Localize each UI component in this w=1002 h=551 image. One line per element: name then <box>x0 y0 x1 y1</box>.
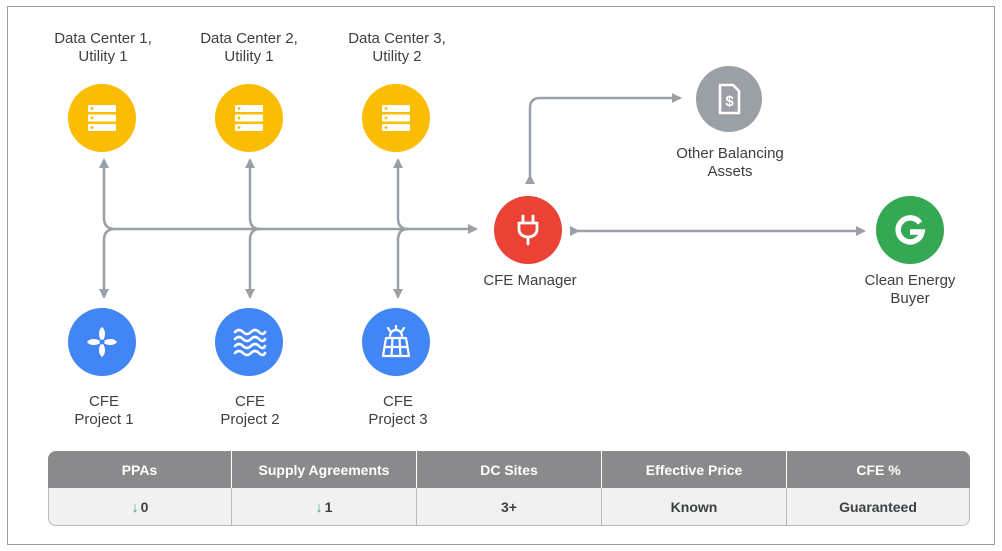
dc1-node[interactable] <box>68 84 136 152</box>
buyer-label: Clean Energy Buyer <box>864 272 956 307</box>
buyer-node[interactable] <box>876 196 944 264</box>
p2-connector <box>245 227 261 299</box>
project3-label: CFE Project 3 <box>368 393 428 428</box>
server-icon <box>235 105 263 131</box>
manager-node[interactable] <box>494 196 562 264</box>
project2-label: CFE Project 2 <box>220 393 280 428</box>
server-icon <box>382 105 410 131</box>
header-supply-agreements: Supply Agreements <box>232 451 417 488</box>
dc1-label: Data Center 1, Utility 1 <box>54 30 152 65</box>
arrow-down-icon: ↓ <box>131 498 139 515</box>
water-waves-icon <box>233 328 267 357</box>
table-row: ↓0 ↓1 3+ Known Guaranteed <box>48 488 970 526</box>
manager-label: CFE Manager <box>483 272 577 289</box>
dc3-label: Data Center 3, Utility 2 <box>348 30 446 65</box>
cell-ppas-value: 0 <box>140 498 149 515</box>
google-g-icon <box>895 215 926 245</box>
server-icon <box>88 105 116 131</box>
svg-text:$: $ <box>725 93 734 110</box>
header-dc-sites: DC Sites <box>417 451 602 488</box>
cell-dc-sites: 3+ <box>417 488 602 526</box>
document-dollar-icon: $ <box>718 83 741 115</box>
p3-connector <box>393 227 409 299</box>
solar-panel-icon <box>381 324 411 358</box>
header-effective-price: Effective Price <box>602 451 787 488</box>
cell-effective-price: Known <box>602 488 787 526</box>
project2-node[interactable] <box>215 308 283 376</box>
table-header-row: PPAs Supply Agreements DC Sites Effectiv… <box>48 451 970 488</box>
cell-supply-agreements: ↓1 <box>232 488 417 526</box>
summary-table: PPAs Supply Agreements DC Sites Effectiv… <box>48 451 970 526</box>
dc3-node[interactable] <box>362 84 430 152</box>
cell-supply-value: 1 <box>324 498 333 515</box>
balancing-node[interactable]: $ <box>696 66 762 132</box>
project3-node[interactable] <box>362 308 430 376</box>
dc3-connector <box>393 158 409 231</box>
project1-node[interactable] <box>68 308 136 376</box>
p1-connector <box>99 227 116 299</box>
arrow-down-icon: ↓ <box>315 498 323 515</box>
dc1-connector <box>99 158 116 231</box>
dc2-connector <box>245 158 261 231</box>
balancing-connector <box>525 93 682 184</box>
cell-ppas: ↓0 <box>48 488 232 526</box>
cell-cfe-percent: Guaranteed <box>787 488 970 526</box>
project1-label: CFE Project 1 <box>74 393 134 428</box>
dc2-node[interactable] <box>215 84 283 152</box>
dc2-label: Data Center 2, Utility 1 <box>200 30 298 65</box>
wind-turbine-icon <box>87 327 117 357</box>
header-cfe-percent: CFE % <box>787 451 970 488</box>
balancing-label: Other Balancing Assets <box>676 145 784 180</box>
plug-icon <box>517 214 539 246</box>
header-ppas: PPAs <box>48 451 232 488</box>
